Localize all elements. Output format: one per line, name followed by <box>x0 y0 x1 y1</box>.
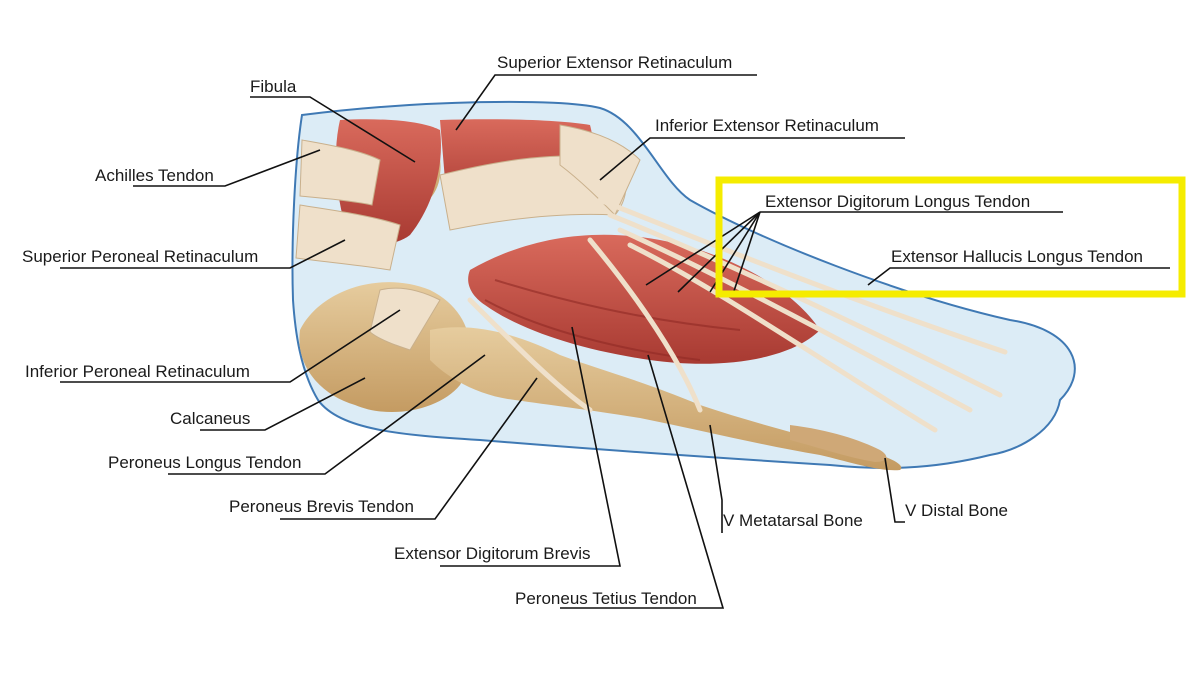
leader-lines <box>60 74 1170 609</box>
label-v-metatarsal-bone: V Metatarsal Bone <box>723 511 863 530</box>
label-fibula: Fibula <box>250 77 297 96</box>
label-extensor-digitorum-longus-tendon: Extensor Digitorum Longus Tendon <box>765 192 1031 211</box>
label-peroneus-longus-tendon: Peroneus Longus Tendon <box>108 453 302 472</box>
highlight-box <box>715 176 1186 298</box>
label-extensor-digitorum-brevis: Extensor Digitorum Brevis <box>394 544 591 563</box>
tendons <box>295 124 641 351</box>
label-v-distal-bone: V Distal Bone <box>905 501 1008 520</box>
label-superior-peroneal-retinaculum: Superior Peroneal Retinaculum <box>22 247 259 266</box>
label-calcaneus: Calcaneus <box>170 409 251 428</box>
label-inferior-extensor-retinaculum: Inferior Extensor Retinaculum <box>655 116 879 135</box>
label-extensor-hallucis-longus-tendon: Extensor Hallucis Longus Tendon <box>891 247 1144 266</box>
label-achilles-tendon: Achilles Tendon <box>95 166 214 185</box>
label-peroneus-brevis-tendon: Peroneus Brevis Tendon <box>229 497 414 516</box>
label-superior-extensor-retinaculum: Superior Extensor Retinaculum <box>497 53 733 72</box>
label-inferior-peroneal-retinaculum: Inferior Peroneal Retinaculum <box>25 362 250 381</box>
label-peroneus-tetius-tendon: Peroneus Tetius Tendon <box>515 589 697 608</box>
